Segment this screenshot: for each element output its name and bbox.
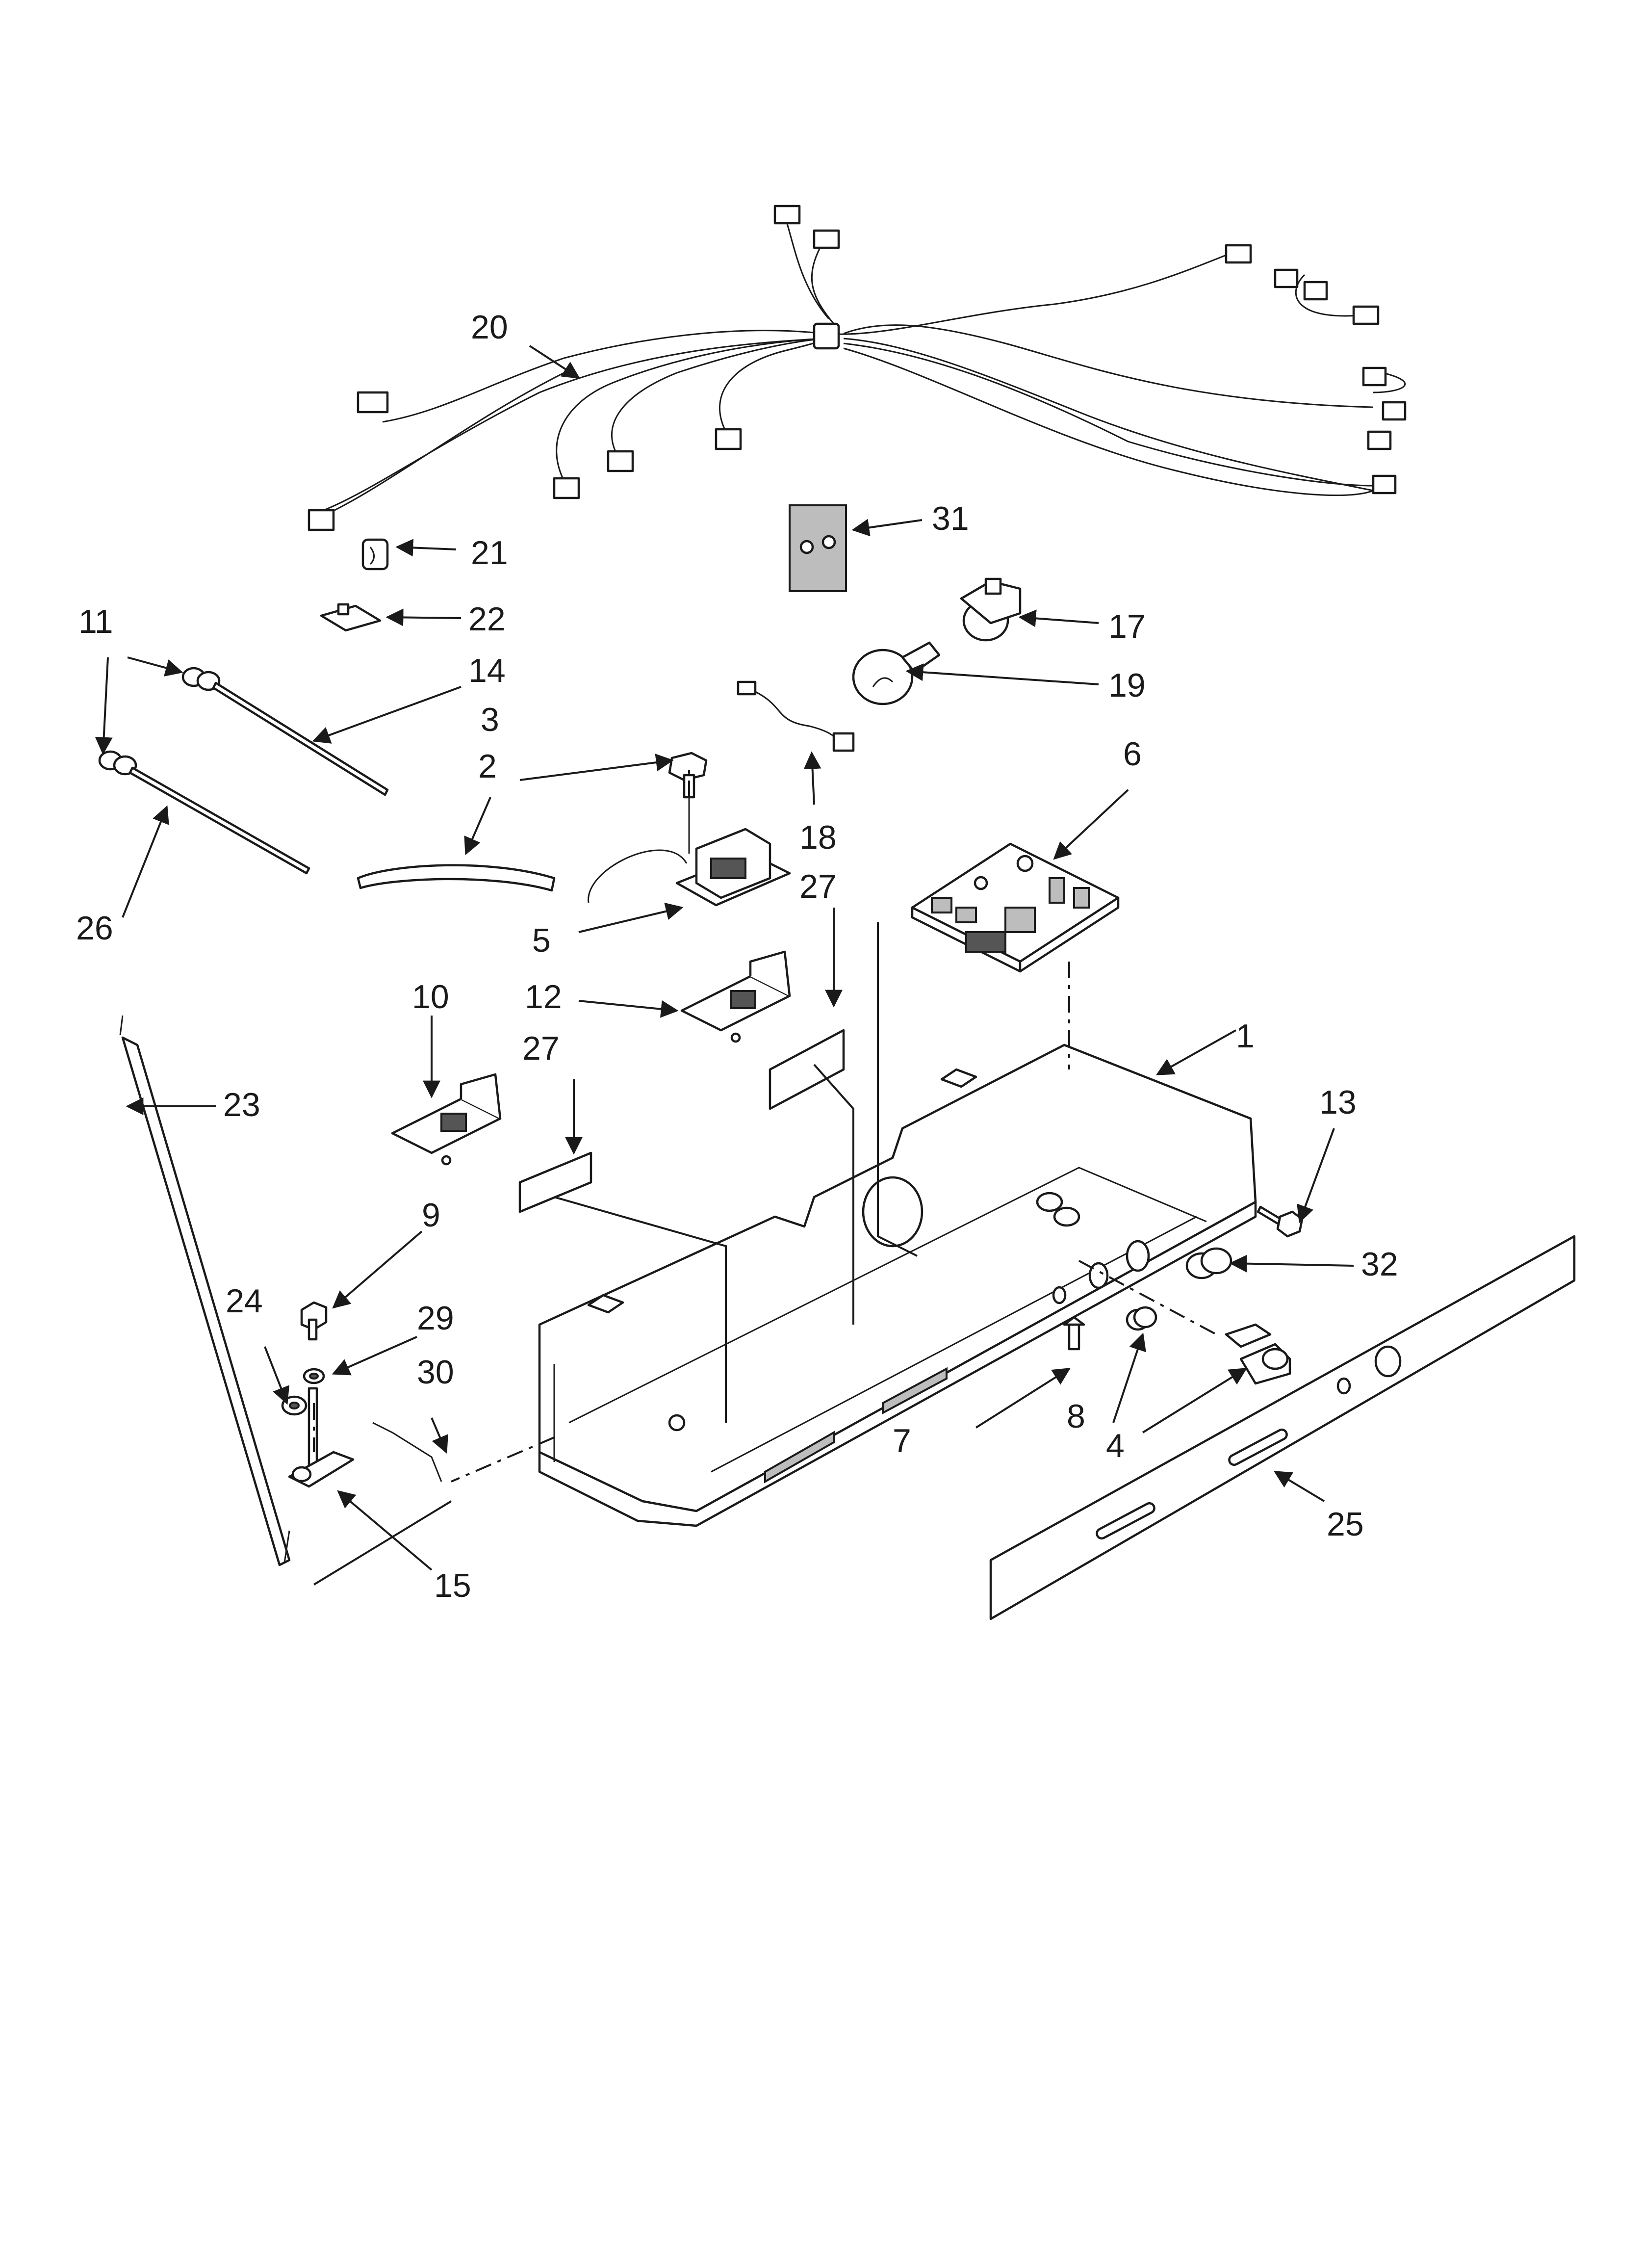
callout-3: 3 (481, 701, 499, 738)
hose (357, 864, 556, 892)
callout-6: 6 (1123, 735, 1142, 773)
leader-lines (313, 765, 1217, 1586)
callout-23: 23 (223, 1086, 260, 1123)
rod-23 (119, 1015, 291, 1566)
screw-13 (1257, 1205, 1304, 1238)
callout-27-left: 27 (522, 1030, 560, 1067)
callout-labels: 1 2 3 4 5 6 7 8 9 10 11 12 13 14 15 17 1… (76, 309, 1398, 1604)
callout-22: 22 (468, 600, 506, 638)
knob-32 (1185, 1247, 1232, 1279)
callout-7: 7 (893, 1422, 911, 1460)
lamp-lead-wire (737, 680, 855, 752)
callout-17: 17 (1108, 608, 1146, 645)
label-sticker-right (769, 1029, 845, 1110)
front-trim-panel (989, 1235, 1576, 1620)
callout-10: 10 (412, 978, 449, 1016)
callout-30: 30 (417, 1354, 454, 1391)
lamp-socket (960, 577, 1022, 642)
callout-arrows (95, 345, 1354, 1571)
callout-19: 19 (1108, 667, 1146, 704)
callout-5: 5 (532, 922, 551, 959)
callout-25: 25 (1327, 1506, 1364, 1543)
callout-12: 12 (525, 978, 562, 1016)
label-sticker-left (518, 1151, 592, 1213)
callout-9: 9 (422, 1197, 440, 1234)
wire-harness (308, 205, 1407, 531)
callout-31: 31 (932, 500, 969, 537)
connector-holder (320, 603, 382, 632)
callout-1: 1 (1236, 1017, 1255, 1055)
callout-27-right: 27 (799, 868, 837, 905)
callout-13: 13 (1319, 1084, 1357, 1121)
callout-4: 4 (1106, 1427, 1125, 1464)
callout-26: 26 (76, 910, 113, 947)
drain-tubes (98, 667, 389, 875)
switch-assembly (588, 752, 791, 907)
callout-20: 20 (471, 309, 508, 346)
callout-11: 11 (78, 603, 113, 640)
cap-8 (1126, 1306, 1157, 1331)
callout-18: 18 (799, 819, 837, 856)
screw-7 (1063, 1316, 1085, 1351)
bracket-left (391, 1073, 502, 1166)
control-board (911, 842, 1120, 973)
callout-14: 14 (468, 652, 506, 689)
callout-15: 15 (434, 1567, 471, 1604)
switch-4 (1225, 1323, 1291, 1385)
callout-21: 21 (471, 534, 508, 572)
callout-8: 8 (1067, 1398, 1085, 1435)
callout-24: 24 (226, 1282, 263, 1320)
bracket-right (680, 950, 791, 1043)
foam-pad (789, 504, 847, 592)
wire-clip (361, 538, 389, 571)
callout-2: 2 (478, 748, 497, 785)
callout-32: 32 (1361, 1246, 1398, 1283)
callout-29: 29 (417, 1300, 454, 1337)
